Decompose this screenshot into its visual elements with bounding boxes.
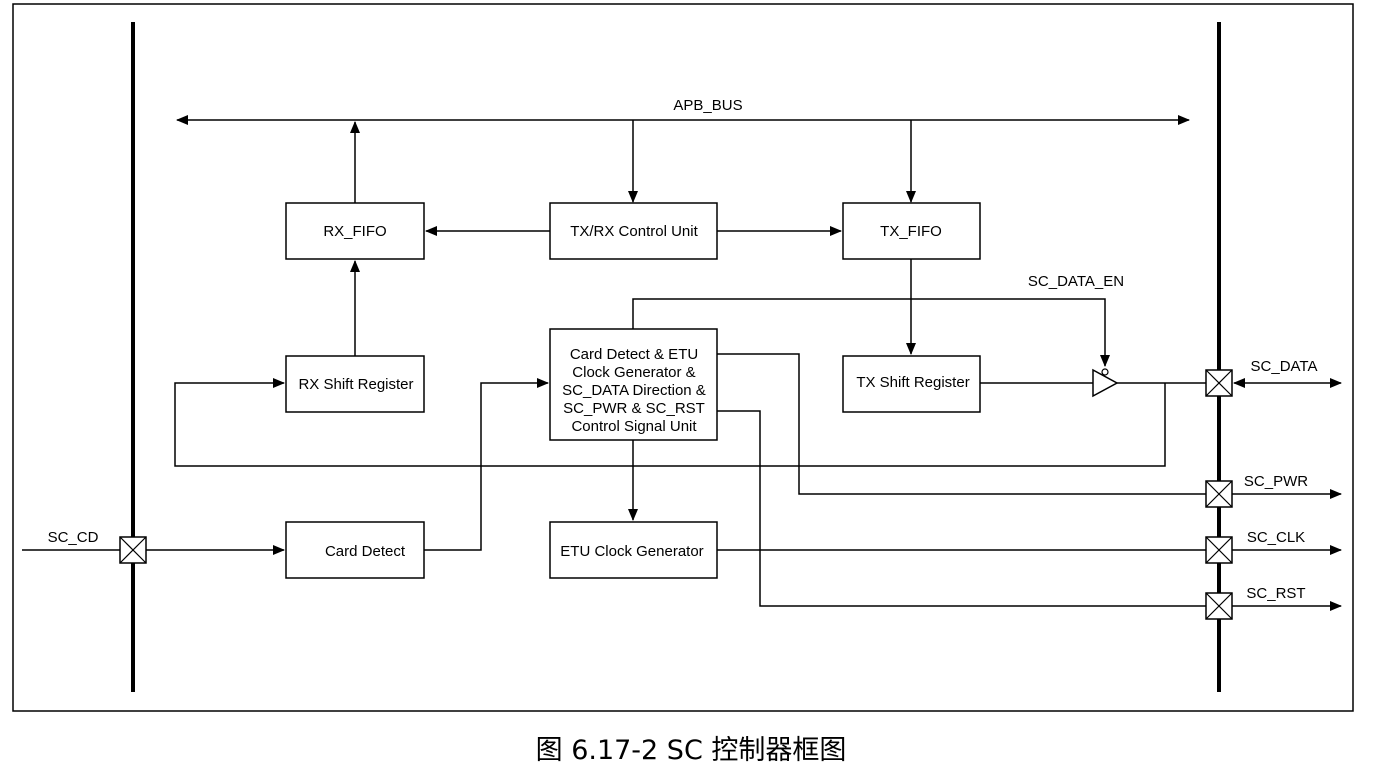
sc-data-label: SC_DATA [1251,358,1318,375]
sc-data-en-wire [632,298,1110,367]
control-signal-unit-block: Card Detect & ETU Clock Generator & SC_D… [549,328,718,441]
tristate-buffer-icon [1092,368,1119,398]
control-to-scpwr-wire [717,353,1206,495]
control-signal-line-1: Card Detect & ETU [570,346,698,363]
rx-shift-register-block: RX Shift Register [285,355,425,413]
etu-clock-generator-block: ETU Clock Generator [549,521,718,579]
control-to-scrst-wire [717,410,1206,607]
sc-data-feedback-wire [174,378,1166,467]
etu-clock-generator-label: ETU Clock Generator [560,543,703,560]
txrx-control-unit-block: TX/RX Control Unit [549,202,718,260]
control-signal-line-3: SC_DATA Direction & [562,382,706,399]
control-signal-line-5: Control Signal Unit [571,418,697,435]
tx-fifo-block: TX_FIFO [842,202,981,260]
rx-fifo-block: RX_FIFO [285,202,425,260]
card-detect-label: Card Detect [325,543,406,560]
diagram-frame [12,3,1354,712]
sc-data-pad-icon [1205,369,1233,397]
sc-rst-label: SC_RST [1246,585,1305,602]
rx-shift-register-label: RX Shift Register [298,376,413,393]
sc-cd-pad-icon [119,536,147,564]
tx-shift-register-label: TX Shift Register [856,374,969,391]
sc-clk-label: SC_CLK [1247,529,1305,546]
sc-pwr-pad-icon [1205,480,1233,508]
card-detect-block: Card Detect [285,521,425,579]
rx-fifo-label: RX_FIFO [323,223,386,240]
sc-pwr-label: SC_PWR [1244,473,1308,490]
sc-data-en-label: SC_DATA_EN [1028,273,1124,290]
tx-shift-register-block: TX Shift Register [842,355,981,413]
sc-clk-pad-icon [1205,536,1233,564]
control-signal-line-2: Clock Generator & [572,364,695,381]
tx-fifo-label: TX_FIFO [880,223,942,240]
apb-bus-label: APB_BUS [673,97,742,114]
sc-rst-pad-icon [1205,592,1233,620]
sc-cd-label: SC_CD [48,529,99,546]
txrx-control-unit-label: TX/RX Control Unit [570,223,698,240]
figure-caption: 图 6.17-2 SC 控制器框图 [535,735,847,766]
control-signal-line-4: SC_PWR & SC_RST [563,400,705,417]
